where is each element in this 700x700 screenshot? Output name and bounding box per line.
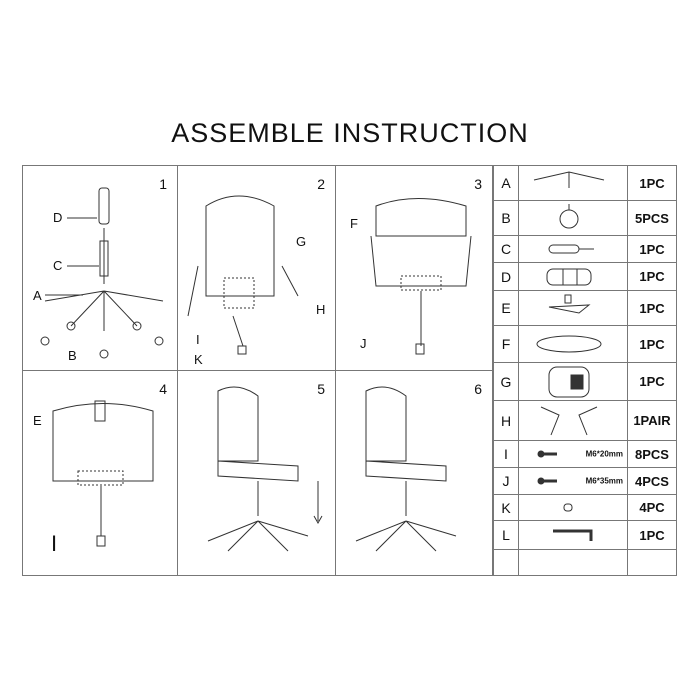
part-label: F [350,216,358,231]
part-label: I [51,531,58,556]
washer-icon [563,503,573,512]
part-letter: B [493,200,519,236]
part-label: I [196,332,200,347]
part-row: A 1PC [493,165,677,201]
page-title: ASSEMBLE INSTRUCTION [171,118,529,148]
part-row: H 1PAIR [493,400,677,441]
bolt-icon [537,477,557,485]
part-quantity: 1PC [627,262,677,291]
bolt-icon [537,450,557,458]
seat-attach-illustration [370,198,472,355]
part-row: D 1PC [493,262,677,291]
star-base-icon [533,171,605,188]
step-number: 5 [317,381,325,397]
mechanism-icon [548,294,591,314]
step-number: 4 [159,381,167,397]
part-label: G [296,234,307,249]
caster-wheel-icon [559,204,579,229]
step-2-panel: 2 G H I K [177,165,336,371]
step-3-panel: 3 F J [335,165,493,371]
part-quantity: 8PCS [627,440,677,468]
part-label: B [68,348,77,363]
empty-row [493,549,677,576]
part-label: K [194,352,203,367]
part-row: C 1PC [493,235,677,263]
part-quantity: 1PC [627,325,677,363]
part-letter: A [493,165,519,201]
backrest-icon [548,366,590,398]
part-quantity: 4PCS [627,467,677,495]
part-row: L 1PC [493,520,677,550]
step-number: 3 [474,176,482,192]
part-letter: I [493,440,519,468]
part-quantity: 4PC [627,494,677,521]
part-quantity: 1PC [627,165,677,201]
part-row: I M6*20mm 8PCS [493,440,677,468]
part-row: F 1PC [493,325,677,363]
step-number: 1 [159,176,167,192]
allen-key-icon [553,529,593,541]
part-quantity: 1PC [627,362,677,401]
step-1-panel: 1 D C A B [22,165,178,371]
part-quantity: 1PC [627,290,677,326]
backrest-armrest-illustration [187,195,299,355]
part-quantity: 1PAIR [627,400,677,441]
part-letter: C [493,235,519,263]
step-4-panel: 4 E I [22,370,178,576]
part-spec: M6*20mm [585,449,623,459]
part-letter: K [493,494,519,521]
part-label: C [53,258,63,273]
part-letter: J [493,467,519,495]
part-letter: L [493,520,519,550]
part-quantity: 1PC [627,235,677,263]
part-spec: M6*35mm [585,476,623,486]
part-letter: F [493,325,519,363]
part-label: D [53,210,63,225]
base-assembly-illustration [40,187,164,359]
part-label: H [316,302,326,317]
part-label: A [33,288,42,303]
lift-cover-icon [546,268,592,286]
part-row: B 5PCS [493,200,677,236]
step-number: 2 [317,176,325,192]
part-letter: H [493,400,519,441]
part-letter: G [493,362,519,401]
part-quantity: 5PCS [627,200,677,236]
mechanism-attach-illustration [52,400,154,547]
step-number: 6 [474,381,482,397]
seat-icon [536,335,602,353]
part-label: J [360,336,367,351]
part-quantity: 1PC [627,520,677,550]
step-5-panel: 5 [177,370,336,576]
gas-lift-icon [548,244,594,254]
part-row: G 1PC [493,362,677,401]
part-letter: D [493,262,519,291]
part-label: E [33,413,42,428]
part-row: K 4PC [493,494,677,521]
assembled-chair-illustration [355,386,457,552]
part-row: E 1PC [493,290,677,326]
part-letter: E [493,290,519,326]
part-row: J M6*35mm 4PCS [493,467,677,495]
chair-with-base-illustration [207,386,323,552]
armrests-icon [540,406,598,436]
step-6-panel: 6 [335,370,493,576]
